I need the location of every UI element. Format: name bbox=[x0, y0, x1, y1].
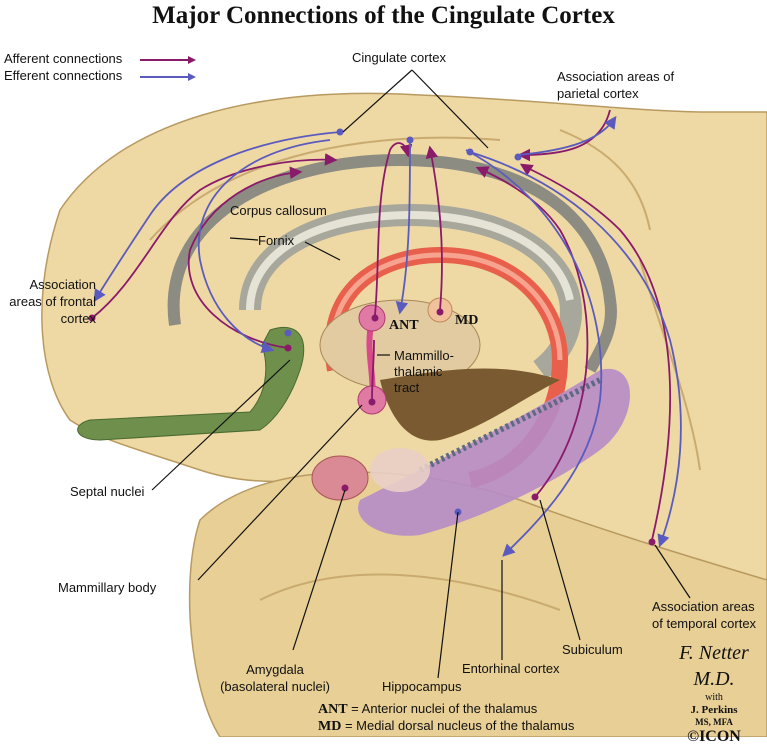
label-assoc-parietal-2: parietal cortex bbox=[557, 86, 639, 101]
label-assoc-temporal-1: Association areas bbox=[652, 599, 755, 614]
footnote-ant-text: = Anterior nuclei of the thalamus bbox=[347, 701, 538, 716]
hippocampus-shape bbox=[358, 368, 630, 536]
septal-region bbox=[77, 326, 305, 441]
label-entorhinal-cortex: Entorhinal cortex bbox=[462, 661, 560, 676]
label-assoc-parietal-1: Association areas of bbox=[557, 69, 675, 84]
pathway-down bbox=[395, 139, 411, 315]
label-assoc-temporal-2: of temporal cortex bbox=[652, 616, 757, 631]
footnote-ant-abbr: ANT bbox=[318, 702, 348, 717]
pathway-mammillary-aff bbox=[371, 339, 375, 401]
label-mammillothalamic-3: tract bbox=[394, 380, 420, 395]
legend-efferent-arrow-icon bbox=[188, 73, 196, 81]
pathway-md-up bbox=[425, 145, 443, 311]
label-ant: ANT bbox=[389, 318, 419, 333]
label-amygdala-2: (basolateral nuclei) bbox=[220, 679, 330, 694]
cingulate-band bbox=[167, 153, 617, 373]
label-md: MD bbox=[455, 313, 479, 328]
label-assoc-frontal-3: cortex bbox=[60, 311, 96, 326]
label-septal-nuclei: Septal nuclei bbox=[70, 484, 145, 499]
label-hippocampus: Hippocampus bbox=[382, 679, 462, 694]
signature-name: F. Netter M.D. bbox=[679, 642, 749, 690]
label-cingulate-cortex: Cingulate cortex bbox=[352, 50, 446, 65]
pathway-ant-up bbox=[374, 142, 413, 316]
signature-block: F. Netter M.D. with J. Perkins MS, MFA ©… bbox=[668, 640, 760, 745]
signature-coauthor: J. Perkins bbox=[690, 704, 738, 716]
signature-with: with bbox=[705, 692, 723, 703]
pathway-frontal-aff bbox=[91, 153, 338, 319]
label-mammillary-body: Mammillary body bbox=[58, 580, 157, 595]
footnote-md: MD = Medial dorsal nucleus of the thalam… bbox=[318, 718, 574, 735]
legend-afferent-arrow-icon bbox=[188, 56, 196, 64]
label-subiculum: Subiculum bbox=[562, 642, 623, 657]
leader-lines bbox=[151, 69, 691, 679]
label-fornix: Fornix bbox=[258, 233, 295, 248]
pathway-temporal-eff bbox=[469, 151, 682, 548]
label-mammillothalamic-1: Mammillo- bbox=[394, 348, 454, 363]
legend-efferent-label: Efferent connections bbox=[4, 68, 123, 83]
pathway-frontal-eff bbox=[93, 131, 341, 303]
label-amygdala-1: Amygdala bbox=[246, 662, 304, 677]
legend-efferent-line bbox=[140, 76, 188, 78]
legend-afferent-label: Afferent connections bbox=[4, 51, 123, 66]
brainstem bbox=[380, 368, 560, 441]
label-assoc-frontal-2: areas of frontal bbox=[9, 294, 96, 309]
pathway-temporal-aff bbox=[519, 163, 671, 541]
pathway-septal-eff bbox=[197, 139, 331, 353]
footnote-ant: ANT = Anterior nuclei of the thalamus bbox=[318, 701, 537, 718]
publisher-logo: ©ICON bbox=[687, 728, 741, 745]
signature-degrees: MS, MFA bbox=[695, 717, 733, 727]
label-mammillothalamic-2: thalamic bbox=[394, 364, 443, 379]
footnote-md-abbr: MD bbox=[318, 719, 342, 734]
amygdala-shape bbox=[311, 455, 369, 501]
diagram-title: Major Connections of the Cingulate Corte… bbox=[152, 2, 615, 29]
label-corpus-callosum: Corpus callosum bbox=[230, 203, 327, 218]
legend-afferent-line bbox=[140, 59, 188, 61]
pathway-parietal-eff bbox=[517, 115, 617, 156]
pathway-entorhinal-eff bbox=[465, 149, 603, 557]
label-assoc-frontal-1: Association bbox=[29, 277, 96, 292]
footnote-md-text: = Medial dorsal nucleus of the thalamus bbox=[341, 718, 575, 733]
